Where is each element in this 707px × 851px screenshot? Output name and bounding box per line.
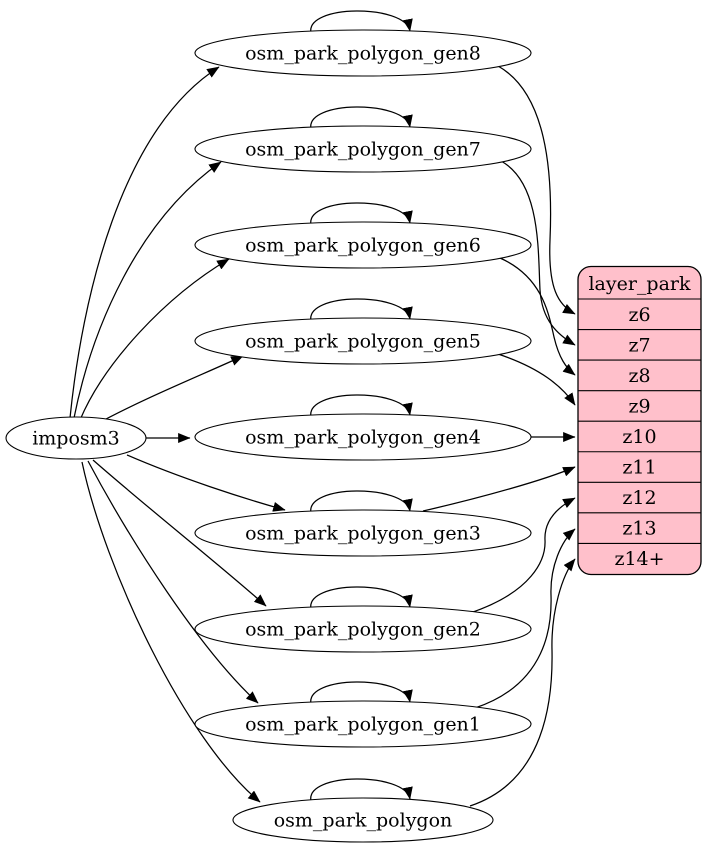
node-label-osm_park_polygon_gen6: osm_park_polygon_gen6 [245, 235, 481, 257]
edges-layer [69, 10, 576, 807]
self-loop-edge-osm_park_polygon_gen1-osm_park_polygon_gen1 [310, 681, 413, 705]
node-label-osm_park_polygon_gen2: osm_park_polygon_gen2 [245, 619, 481, 641]
record-row-label-z12: z12 [622, 487, 656, 509]
node-ellipse-osm_park_polygon_gen1 [194, 700, 532, 748]
edge-osm_park_polygon-z14 [469, 558, 576, 807]
self-loop-edge-osm_park_polygon_gen5-osm_park_polygon_gen5 [310, 298, 413, 322]
node-label-imposm3: imposm3 [32, 428, 120, 450]
node-ellipse-osm_park_polygon_gen7 [194, 125, 532, 173]
node-label-osm_park_polygon_gen3: osm_park_polygon_gen3 [245, 523, 481, 545]
edge-osm_park_polygon_gen7-z7 [500, 160, 576, 346]
edge-imposm3-osm_park_polygon_gen7 [73, 161, 222, 419]
self-loop-edge-osm_park_polygon-osm_park_polygon [310, 778, 413, 802]
node-label-osm_park_polygon_gen7: osm_park_polygon_gen7 [245, 139, 481, 161]
node-label-osm_park_polygon: osm_park_polygon [274, 810, 453, 832]
edge-osm_park_polygon_gen5-z9 [497, 353, 576, 406]
edge-osm_park_polygon_gen3-z11 [422, 466, 576, 512]
record-row-label-z7: z7 [628, 334, 650, 356]
self-loop-edge-osm_park_polygon_gen7-osm_park_polygon_gen7 [310, 106, 413, 130]
node-ellipse-osm_park_polygon_gen3 [194, 509, 532, 557]
node-label-osm_park_polygon_gen1: osm_park_polygon_gen1 [245, 714, 481, 736]
edge-imposm3-osm_park_polygon_gen5 [92, 355, 244, 427]
edge-osm_park_polygon_gen8-z6 [497, 65, 576, 315]
edge-osm_park_polygon_gen1-z13 [474, 528, 576, 709]
node-label-osm_park_polygon_gen8: osm_park_polygon_gen8 [245, 43, 481, 65]
node-ellipse-osm_park_polygon_gen6 [194, 221, 532, 269]
node-label-osm_park_polygon_gen5: osm_park_polygon_gen5 [245, 331, 481, 353]
node-ellipse-osm_park_polygon_gen4 [194, 413, 532, 461]
record-row-label-z11: z11 [622, 457, 656, 479]
node-ellipse-osm_park_polygon_gen5 [194, 317, 532, 365]
node-ellipse-osm_park_polygon_gen2 [194, 605, 532, 653]
edge-imposm3-osm_park_polygon_gen1 [87, 460, 259, 704]
node-label-osm_park_polygon_gen4: osm_park_polygon_gen4 [245, 427, 481, 449]
self-loop-edge-osm_park_polygon_gen3-osm_park_polygon_gen3 [310, 490, 413, 514]
node-ellipse-osm_park_polygon_gen8 [194, 29, 532, 77]
edge-osm_park_polygon_gen6-z8 [499, 257, 576, 376]
record-node-body [577, 265, 702, 576]
record-row-label-z13: z13 [622, 518, 656, 540]
edge-imposm3-osm_park_polygon_gen2 [92, 459, 267, 607]
edge-imposm3-osm_park_polygon_gen3 [126, 454, 286, 512]
record-row-label-z9: z9 [628, 395, 650, 417]
edge-imposm3-osm_park_polygon_gen6 [79, 258, 230, 421]
nodes-layer: imposm3 osm_park_polygon_gen8 osm_park_pol… [5, 29, 532, 843]
edge-imposm3-osm_park_polygon_gen8 [69, 66, 220, 419]
node-ellipse-osm_park_polygon [232, 797, 494, 843]
self-loop-edge-osm_park_polygon_gen2-osm_park_polygon_gen2 [310, 586, 413, 610]
record-row-label-z6: z6 [628, 304, 650, 326]
record-row-label-z8: z8 [628, 365, 650, 387]
record-title: layer_park [588, 273, 691, 295]
record-node-group: layer_park z6 z7 z8 z9 z10 z11 z12 z13 z14+ [577, 265, 702, 576]
self-loop-edge-osm_park_polygon_gen8-osm_park_polygon_gen8 [310, 10, 413, 34]
edge-osm_park_polygon_gen2-z12 [469, 497, 576, 614]
record-row-label-z10: z10 [622, 426, 656, 448]
node-ellipse-imposm3 [5, 416, 147, 460]
edge-imposm3-osm_park_polygon [81, 461, 261, 803]
self-loop-edge-osm_park_polygon_gen6-osm_park_polygon_gen6 [310, 202, 413, 226]
self-loop-edge-osm_park_polygon_gen4-osm_park_polygon_gen4 [310, 394, 413, 418]
record-row-label-z14: z14+ [614, 548, 664, 570]
